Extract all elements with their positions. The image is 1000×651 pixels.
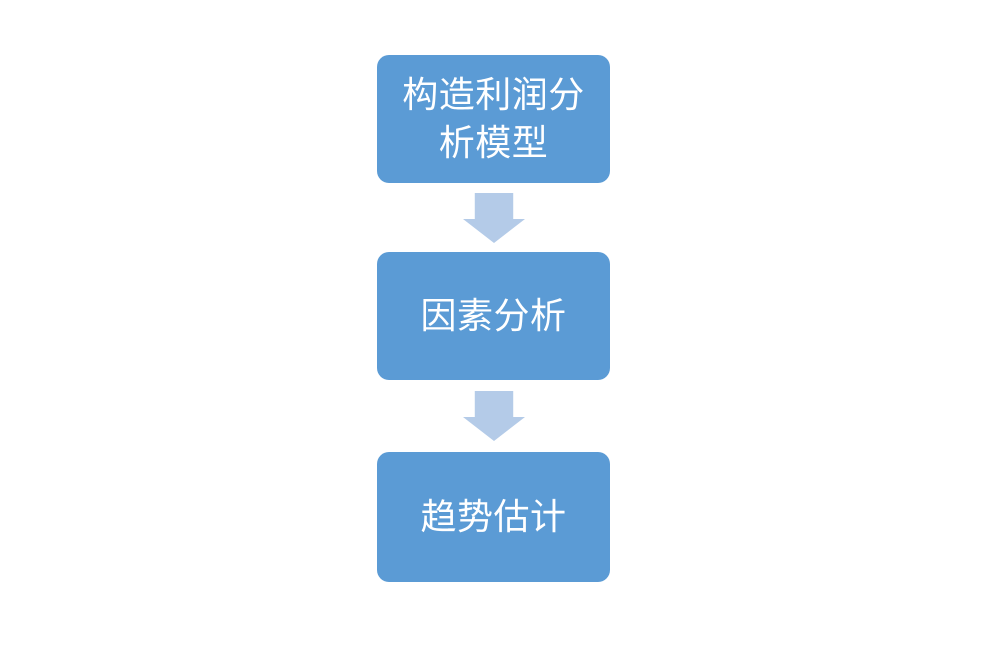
flowchart-step-factor-analysis[interactable]: 因素分析	[377, 252, 610, 380]
flowchart-step-trend-estimation[interactable]: 趋势估计	[377, 452, 610, 582]
flowchart-step-profit-model[interactable]: 构造利润分析模型	[377, 55, 610, 183]
step-label: 构造利润分析模型	[402, 74, 585, 163]
step-label: 趋势估计	[420, 496, 567, 538]
step-label: 因素分析	[420, 295, 567, 337]
down-arrow-icon	[463, 391, 525, 441]
down-arrow-icon	[463, 193, 525, 243]
